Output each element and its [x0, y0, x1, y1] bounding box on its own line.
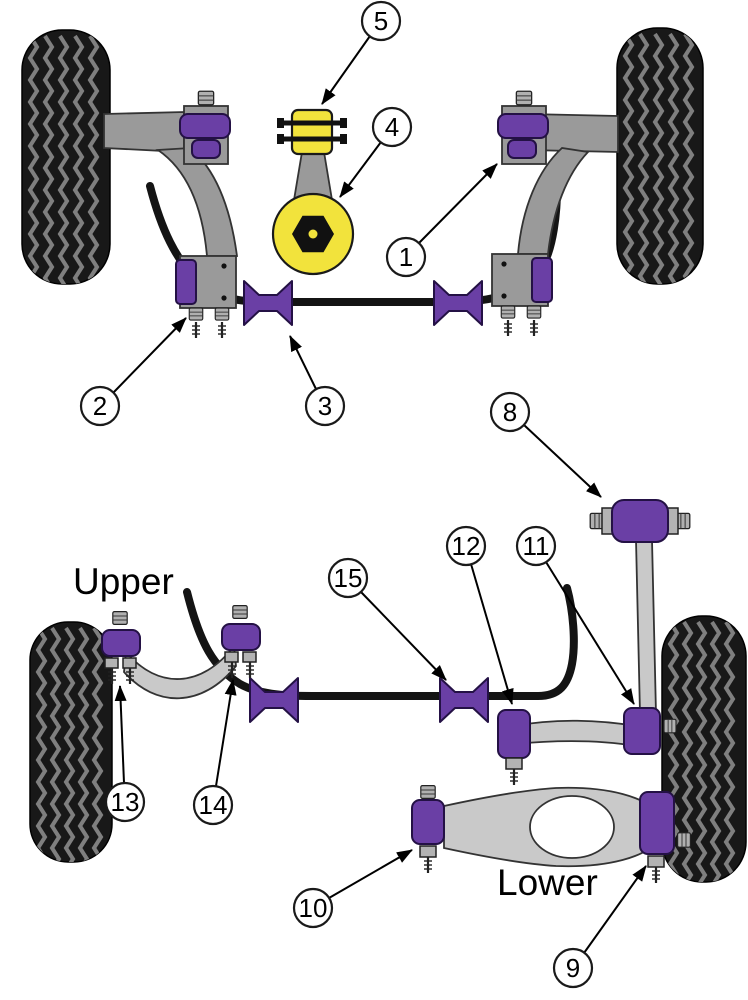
- bolt-icon: [515, 90, 533, 106]
- callout-1: 1: [385, 163, 498, 278]
- svg-text:2: 2: [93, 391, 107, 421]
- bolt-icon: [526, 305, 542, 319]
- rear-upper-arm: [101, 604, 261, 700]
- bolt-icon: [112, 610, 128, 626]
- rear-arb-bush-left: [249, 677, 299, 723]
- stud-icon: [422, 855, 434, 875]
- svg-text:9: 9: [566, 953, 580, 983]
- bolt-icon: [214, 307, 230, 321]
- callout-10: 10: [292, 849, 413, 929]
- svg-text:13: 13: [111, 787, 140, 817]
- svg-text:1: 1: [399, 242, 413, 272]
- bolt-icon: [188, 307, 204, 321]
- svg-text:15: 15: [334, 563, 363, 593]
- arb-clamp-right: [491, 253, 553, 338]
- stud-icon: [502, 318, 514, 338]
- tire-rear-right: [661, 615, 747, 883]
- stud-icon: [244, 660, 256, 680]
- callout-11: 11: [515, 525, 635, 705]
- callout-14: 14: [192, 679, 237, 826]
- callout-2: 2: [79, 317, 187, 427]
- front-arb-bush-right: [433, 280, 483, 326]
- stud-icon: [190, 320, 202, 340]
- stud-icon: [508, 767, 520, 787]
- rear-anti-roll-bar: [183, 584, 578, 700]
- bolt-icon: [676, 832, 692, 848]
- svg-text:11: 11: [523, 531, 550, 561]
- tire-front-left: [21, 29, 111, 285]
- dogbone-bracket: [277, 108, 347, 156]
- front-suspension: 5 4 1 2 3: [21, 0, 704, 427]
- stud-icon: [528, 318, 540, 338]
- svg-text:14: 14: [199, 790, 228, 820]
- dogbone-mount: [271, 108, 355, 276]
- callout-12: 12: [445, 525, 514, 705]
- callout-5: 5: [321, 0, 402, 105]
- rear-toe-arm: [497, 707, 677, 787]
- rear-arb-bush-right: [439, 677, 489, 723]
- svg-text:10: 10: [299, 893, 328, 923]
- callout-9: 9: [552, 865, 647, 989]
- dogbone-mount-bush: [271, 192, 355, 276]
- svg-text:8: 8: [503, 397, 517, 427]
- front-wishbone-left: [103, 90, 239, 257]
- svg-text:4: 4: [385, 112, 399, 142]
- bolt-icon: [420, 784, 436, 800]
- stud-icon: [650, 865, 662, 885]
- rear-toe-arm-outer-bush: [623, 707, 677, 755]
- rear-upper-arm-front-bush: [101, 610, 141, 686]
- upper-label: Upper: [73, 561, 174, 602]
- front-arb-bush-left: [243, 280, 293, 326]
- rear-lower-arm: [411, 784, 692, 885]
- rear-upper-link-bush: [589, 499, 691, 543]
- lower-label: Lower: [497, 862, 598, 903]
- svg-text:12: 12: [452, 531, 481, 561]
- bolt-icon: [197, 90, 215, 106]
- tire-front-right: [616, 27, 704, 285]
- tire-rear-left: [29, 621, 113, 863]
- front-arm-bush-left: [179, 90, 231, 159]
- arb-clamp-left: [175, 255, 237, 340]
- callout-3: 3: [289, 335, 346, 427]
- callout-8: 8: [489, 391, 602, 498]
- svg-text:5: 5: [374, 6, 388, 36]
- bolt-icon: [663, 718, 677, 734]
- callout-15: 15: [327, 557, 447, 681]
- bolt-icon: [232, 604, 248, 620]
- callout-13: 13: [104, 685, 146, 823]
- stud-icon: [216, 320, 228, 340]
- svg-text:3: 3: [318, 391, 332, 421]
- rear-upper-arm-rear-bush: [221, 604, 261, 680]
- rear-suspension: Upper Lower 8 12 11 15 13: [29, 391, 747, 989]
- front-arm-bush-right: [497, 90, 549, 159]
- rear-lower-arm-front-bush: [411, 784, 445, 875]
- callout-4: 4: [339, 106, 413, 198]
- rear-lower-arm-rear-bush: [639, 791, 692, 885]
- bolt-icon: [500, 305, 516, 319]
- rear-toe-arm-inner-bush: [497, 709, 531, 787]
- front-wishbone-right: [497, 90, 619, 255]
